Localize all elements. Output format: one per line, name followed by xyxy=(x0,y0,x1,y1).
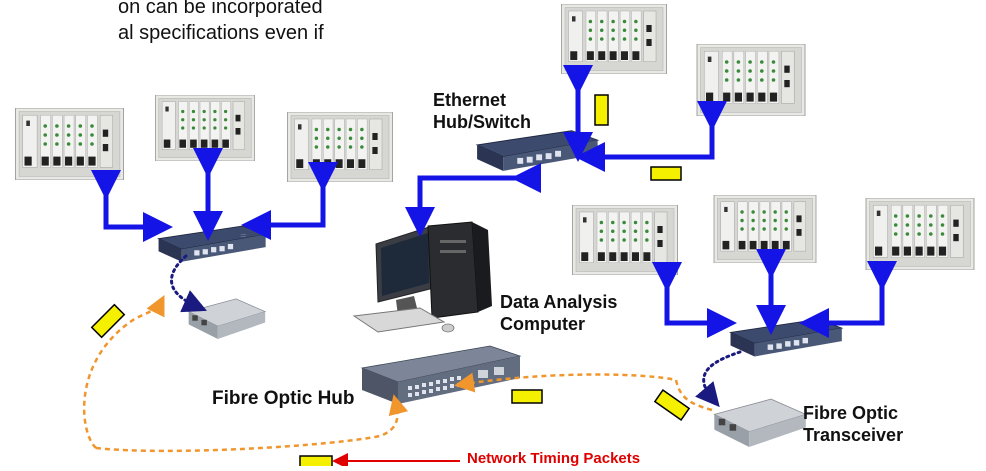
timing-packets-label: Network Timing Packets xyxy=(467,450,641,467)
rack-right-1 xyxy=(572,205,678,275)
ethernet-switch-label-line1: Ethernet xyxy=(433,90,507,110)
rack-top-2 xyxy=(696,44,806,116)
fibre-transceiver xyxy=(713,398,807,448)
intro-line-1: on can be incorporated xyxy=(118,0,323,18)
ethernet-switch-label: Ethernet Hub/Switch xyxy=(433,89,531,133)
fibre-optic-hub xyxy=(360,345,522,404)
fibre-hub-label: Fibre Optic Hub xyxy=(212,388,355,409)
computer-label-line2: Computer xyxy=(500,314,585,334)
rack-right-3 xyxy=(865,198,975,270)
rack-left-1 xyxy=(14,108,125,180)
fibre-links xyxy=(82,295,713,453)
computer-label-line1: Data Analysis xyxy=(500,292,618,312)
transceiver-label-line1: Fibre Optic xyxy=(803,403,899,423)
data-analysis-computer xyxy=(352,221,492,333)
blue-links xyxy=(91,65,897,338)
ethernet-switch-label-line2: Hub/Switch xyxy=(433,112,531,132)
computer-label: Data Analysis Computer xyxy=(500,291,617,335)
switch-left xyxy=(158,225,267,263)
rack-left-2 xyxy=(155,95,255,161)
packet xyxy=(650,166,682,181)
rack-right-2 xyxy=(713,195,817,263)
rack-left-3 xyxy=(286,112,394,182)
packet xyxy=(90,303,126,339)
transceiver-dotted-links xyxy=(170,254,742,408)
intro-text: on can be incorporated al specifications… xyxy=(118,0,324,46)
packet xyxy=(594,94,609,126)
transceiver-label-line2: Transceiver xyxy=(803,425,904,445)
packet xyxy=(511,389,543,404)
rack-top-1 xyxy=(561,4,667,74)
packet xyxy=(653,389,691,421)
transceiver-left xyxy=(188,298,266,340)
intro-line-2: al specifications even if xyxy=(118,22,324,44)
packet xyxy=(299,455,333,469)
transceiver-label: Fibre Optic Transceiver xyxy=(803,402,903,446)
timing-packets xyxy=(90,94,691,469)
